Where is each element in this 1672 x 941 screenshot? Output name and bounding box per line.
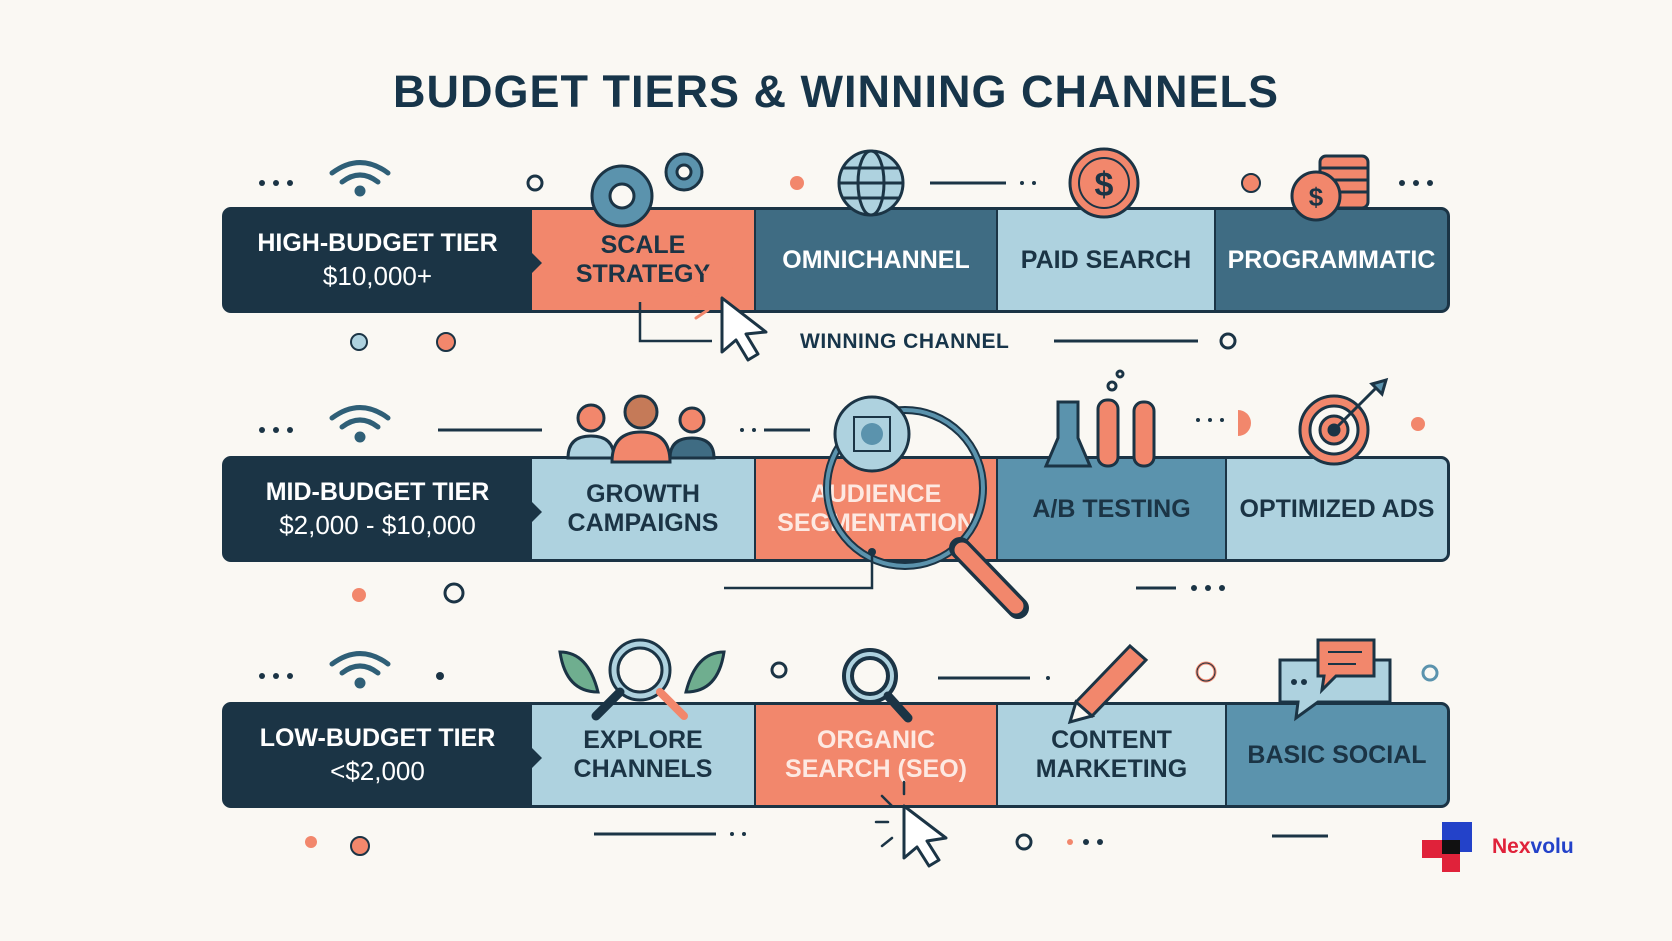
brand-logo: Nexvolu (1492, 835, 1574, 859)
wifi-icon (329, 160, 391, 197)
people-icon (566, 394, 716, 464)
winning-channel-annotation: WINNING CHANNEL (800, 330, 1010, 353)
tier-label-high: HIGH-BUDGET TIER $10,000+ (225, 210, 542, 310)
tier-range: $2,000 - $10,000 (279, 510, 476, 540)
channel-audience-segmentation[interactable]: AUDIENCE SEGMENTATION (754, 459, 996, 559)
channel-ab-testing[interactable]: A/B TESTING (996, 459, 1225, 559)
tier-range: $10,000+ (322, 261, 433, 291)
tier-name: LOW-BUDGET TIER (259, 724, 496, 752)
tier-row-high: HIGH-BUDGET TIER $10,000+ SCALE STRATEGY… (222, 207, 1450, 313)
dots-icon (259, 180, 293, 186)
tier-label-low: LOW-BUDGET TIER <$2,000 (225, 705, 542, 805)
channel-basic-social[interactable]: BASIC SOCIAL (1225, 705, 1447, 805)
tier-row-low: LOW-BUDGET TIER <$2,000 EXPLORE CHANNELS… (222, 702, 1450, 808)
test-tubes-icon (1043, 369, 1156, 468)
channel-paid-search[interactable]: PAID SEARCH (996, 210, 1214, 310)
wifi-icon (329, 405, 391, 443)
logo-part1: Nex (1492, 835, 1531, 858)
channel-programmatic[interactable]: PROGRAMMATIC (1214, 210, 1447, 310)
logo-part2: volu (1530, 835, 1574, 858)
tier-row-mid: MID-BUDGET TIER $2,000 - $10,000 GROWTH … (222, 456, 1450, 562)
logo-icon (1422, 822, 1472, 872)
channel-omnichannel[interactable]: OMNICHANNEL (754, 210, 996, 310)
tier-name: HIGH-BUDGET TIER (257, 229, 498, 257)
channel-organic-search[interactable]: ORGANIC SEARCH (SEO) (754, 705, 996, 805)
page-title: BUDGET TIERS & WINNING CHANNELS (393, 66, 1279, 117)
channel-content-marketing[interactable]: CONTENT MARKETING (996, 705, 1225, 805)
target-icon (1298, 377, 1389, 466)
svg-text:$: $ (1095, 166, 1114, 204)
tier-label-mid: MID-BUDGET TIER $2,000 - $10,000 (225, 459, 542, 559)
wifi-icon (329, 651, 391, 689)
globe-icon (837, 149, 905, 217)
channel-growth-campaigns[interactable]: GROWTH CAMPAIGNS (530, 459, 754, 559)
channel-optimized-ads[interactable]: OPTIMIZED ADS (1225, 459, 1447, 559)
channel-scale-strategy[interactable]: SCALE STRATEGY (530, 210, 754, 310)
channel-explore-channels[interactable]: EXPLORE CHANNELS (530, 705, 754, 805)
tier-name: MID-BUDGET TIER (265, 478, 490, 506)
tier-range: <$2,000 (330, 756, 425, 786)
